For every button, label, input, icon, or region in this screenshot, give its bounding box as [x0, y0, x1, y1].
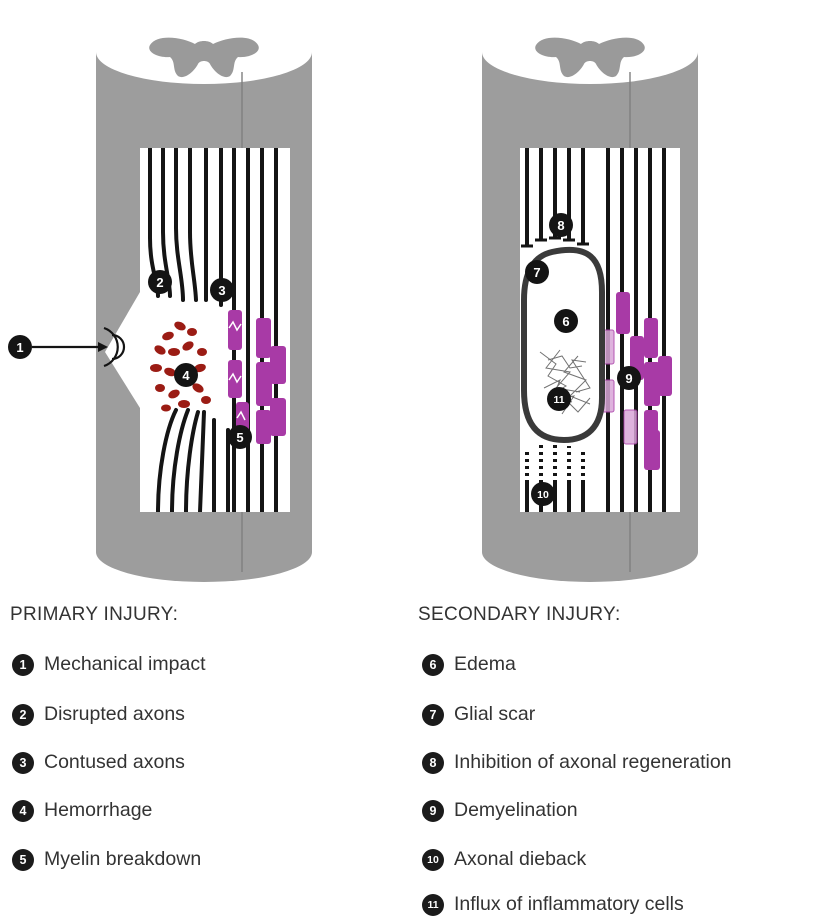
legend-label: Myelin breakdown	[44, 848, 201, 871]
svg-text:2: 2	[156, 275, 163, 290]
svg-text:10: 10	[537, 489, 549, 501]
marker-7: 7	[525, 260, 549, 284]
legend-item: 9 Demyelination	[422, 799, 578, 822]
legend-item: 4 Hemorrhage	[12, 799, 152, 822]
legend-number-badge: 1	[12, 654, 34, 676]
legend-item: 10 Axonal dieback	[422, 848, 586, 871]
svg-text:5: 5	[236, 430, 243, 445]
legend-number-badge: 9	[422, 800, 444, 822]
legend-number-badge: 6	[422, 654, 444, 676]
legend-number-badge: 7	[422, 704, 444, 726]
svg-text:4: 4	[182, 368, 190, 383]
marker-2: 2	[148, 270, 172, 294]
secondary-injury-heading: SECONDARY INJURY:	[418, 604, 621, 626]
legend-label: Contused axons	[44, 751, 185, 774]
marker-11: 11	[547, 387, 571, 411]
legend-item: 6 Edema	[422, 653, 516, 676]
legend-number-badge: 10	[422, 849, 444, 871]
svg-text:7: 7	[533, 265, 540, 280]
legend-item: 5 Myelin breakdown	[12, 848, 201, 871]
marker-1: 1	[8, 335, 32, 359]
secondary-injury-cord: 6 7 8 9 10 11	[482, 20, 698, 582]
marker-9: 9	[617, 366, 641, 390]
marker-8: 8	[549, 213, 573, 237]
svg-text:3: 3	[218, 283, 225, 298]
legend-label: Edema	[454, 653, 516, 676]
legend-label: Inhibition of axonal regeneration	[454, 751, 732, 774]
primary-injury-heading: PRIMARY INJURY:	[10, 604, 178, 626]
legend-item: 3 Contused axons	[12, 751, 185, 774]
legend-number-badge: 3	[12, 752, 34, 774]
legend-item: 2 Disrupted axons	[12, 703, 185, 726]
svg-text:9: 9	[625, 371, 632, 386]
legend-label: Axonal dieback	[454, 848, 586, 871]
marker-10: 10	[531, 482, 555, 506]
legend-number-badge: 2	[12, 704, 34, 726]
legend-label: Glial scar	[454, 703, 535, 726]
legend-number-badge: 11	[422, 894, 444, 916]
marker-4: 4	[174, 363, 198, 387]
legend-item: 11 Influx of inflammatory cells	[422, 893, 684, 916]
svg-text:11: 11	[553, 394, 564, 406]
legend-item: 1 Mechanical impact	[12, 653, 205, 676]
legend-label: Disrupted axons	[44, 703, 185, 726]
svg-text:6: 6	[562, 314, 569, 329]
legend-label: Hemorrhage	[44, 799, 152, 822]
legend-label: Demyelination	[454, 799, 578, 822]
primary-injury-cord: 1 2 3 4 5	[8, 20, 312, 582]
legend-number-badge: 5	[12, 849, 34, 871]
legend-item: 8 Inhibition of axonal regeneration	[422, 751, 732, 774]
svg-text:1: 1	[16, 340, 23, 355]
legend-item: 7 Glial scar	[422, 703, 535, 726]
marker-6: 6	[554, 309, 578, 333]
marker-3: 3	[210, 278, 234, 302]
legend-label: Mechanical impact	[44, 653, 205, 676]
legend-number-badge: 4	[12, 800, 34, 822]
legend-number-badge: 8	[422, 752, 444, 774]
legend-label: Influx of inflammatory cells	[454, 893, 684, 916]
marker-5: 5	[228, 425, 252, 449]
svg-text:8: 8	[557, 218, 564, 233]
